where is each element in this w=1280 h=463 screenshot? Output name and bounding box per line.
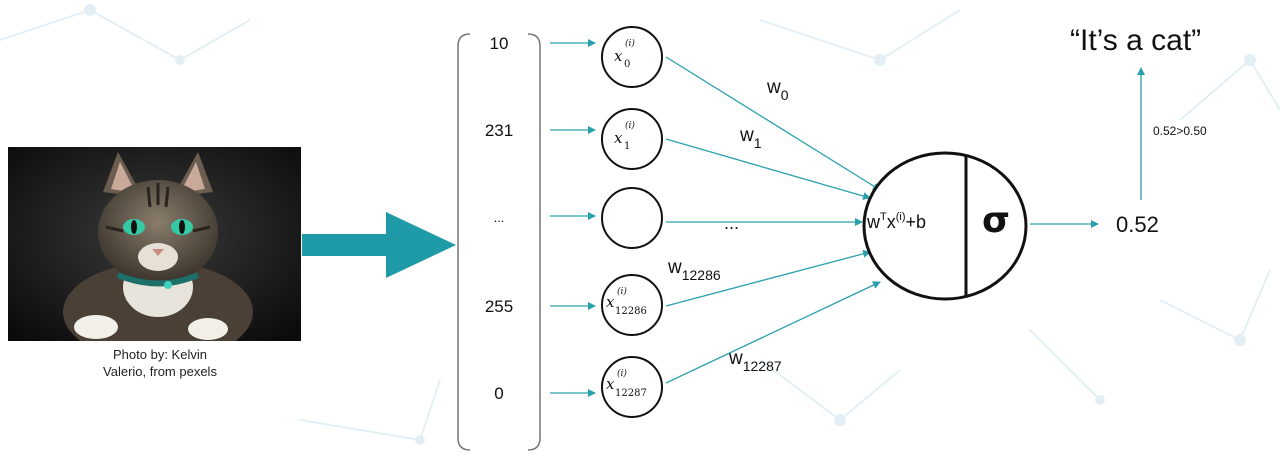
weight-label-0: w0 bbox=[767, 77, 789, 103]
weight-label-12287: w12287 bbox=[729, 348, 782, 374]
vector-left-bracket bbox=[457, 33, 471, 451]
input-node-0-label: x 0 (i) bbox=[614, 39, 635, 70]
photo-caption-line1: Photo by: Kelvin bbox=[113, 347, 207, 362]
sigmoid-symbol: σ bbox=[982, 200, 1011, 241]
input-node-12286-label: x 12286 (i) bbox=[606, 287, 647, 317]
photo-caption: Photo by: Kelvin Valerio, from pexels bbox=[60, 346, 260, 380]
vector-to-node-arrows bbox=[550, 39, 596, 397]
weight-label-1: w1 bbox=[740, 125, 762, 151]
output-value: 0.52 bbox=[1116, 212, 1159, 237]
weighted-connection-arrows bbox=[665, 56, 881, 384]
big-arrow bbox=[302, 212, 456, 278]
vector-right-bracket bbox=[527, 33, 541, 451]
prediction-text: “It’s a cat” bbox=[1070, 24, 1202, 57]
input-node-1-label: x 1 (i) bbox=[614, 121, 635, 152]
cat-photo bbox=[8, 147, 301, 341]
vector-value-1: 231 bbox=[484, 121, 514, 140]
neuron-ellipse bbox=[862, 151, 1028, 301]
input-node-12287 bbox=[601, 356, 663, 418]
vector-value-4: 0 bbox=[494, 384, 504, 403]
neuron-formula: wTx(i)+b bbox=[867, 211, 927, 232]
input-node-12286 bbox=[601, 274, 663, 336]
photo-caption-line2: Valerio, from pexels bbox=[103, 364, 217, 379]
input-node-12287-label: x 12287 (i) bbox=[606, 369, 647, 399]
hidden-ellipsis: ... bbox=[724, 213, 740, 233]
input-node-ellipsis bbox=[601, 187, 663, 249]
input-node-1 bbox=[601, 108, 663, 170]
input-node-0 bbox=[601, 26, 663, 88]
threshold-label: 0.52>0.50 bbox=[1153, 124, 1207, 138]
weight-label-12286: w12286 bbox=[668, 257, 721, 283]
vector-value-ellipsis: ... bbox=[493, 210, 505, 225]
vector-value-3: 255 bbox=[484, 297, 514, 316]
vector-value-0: 10 bbox=[489, 34, 509, 53]
